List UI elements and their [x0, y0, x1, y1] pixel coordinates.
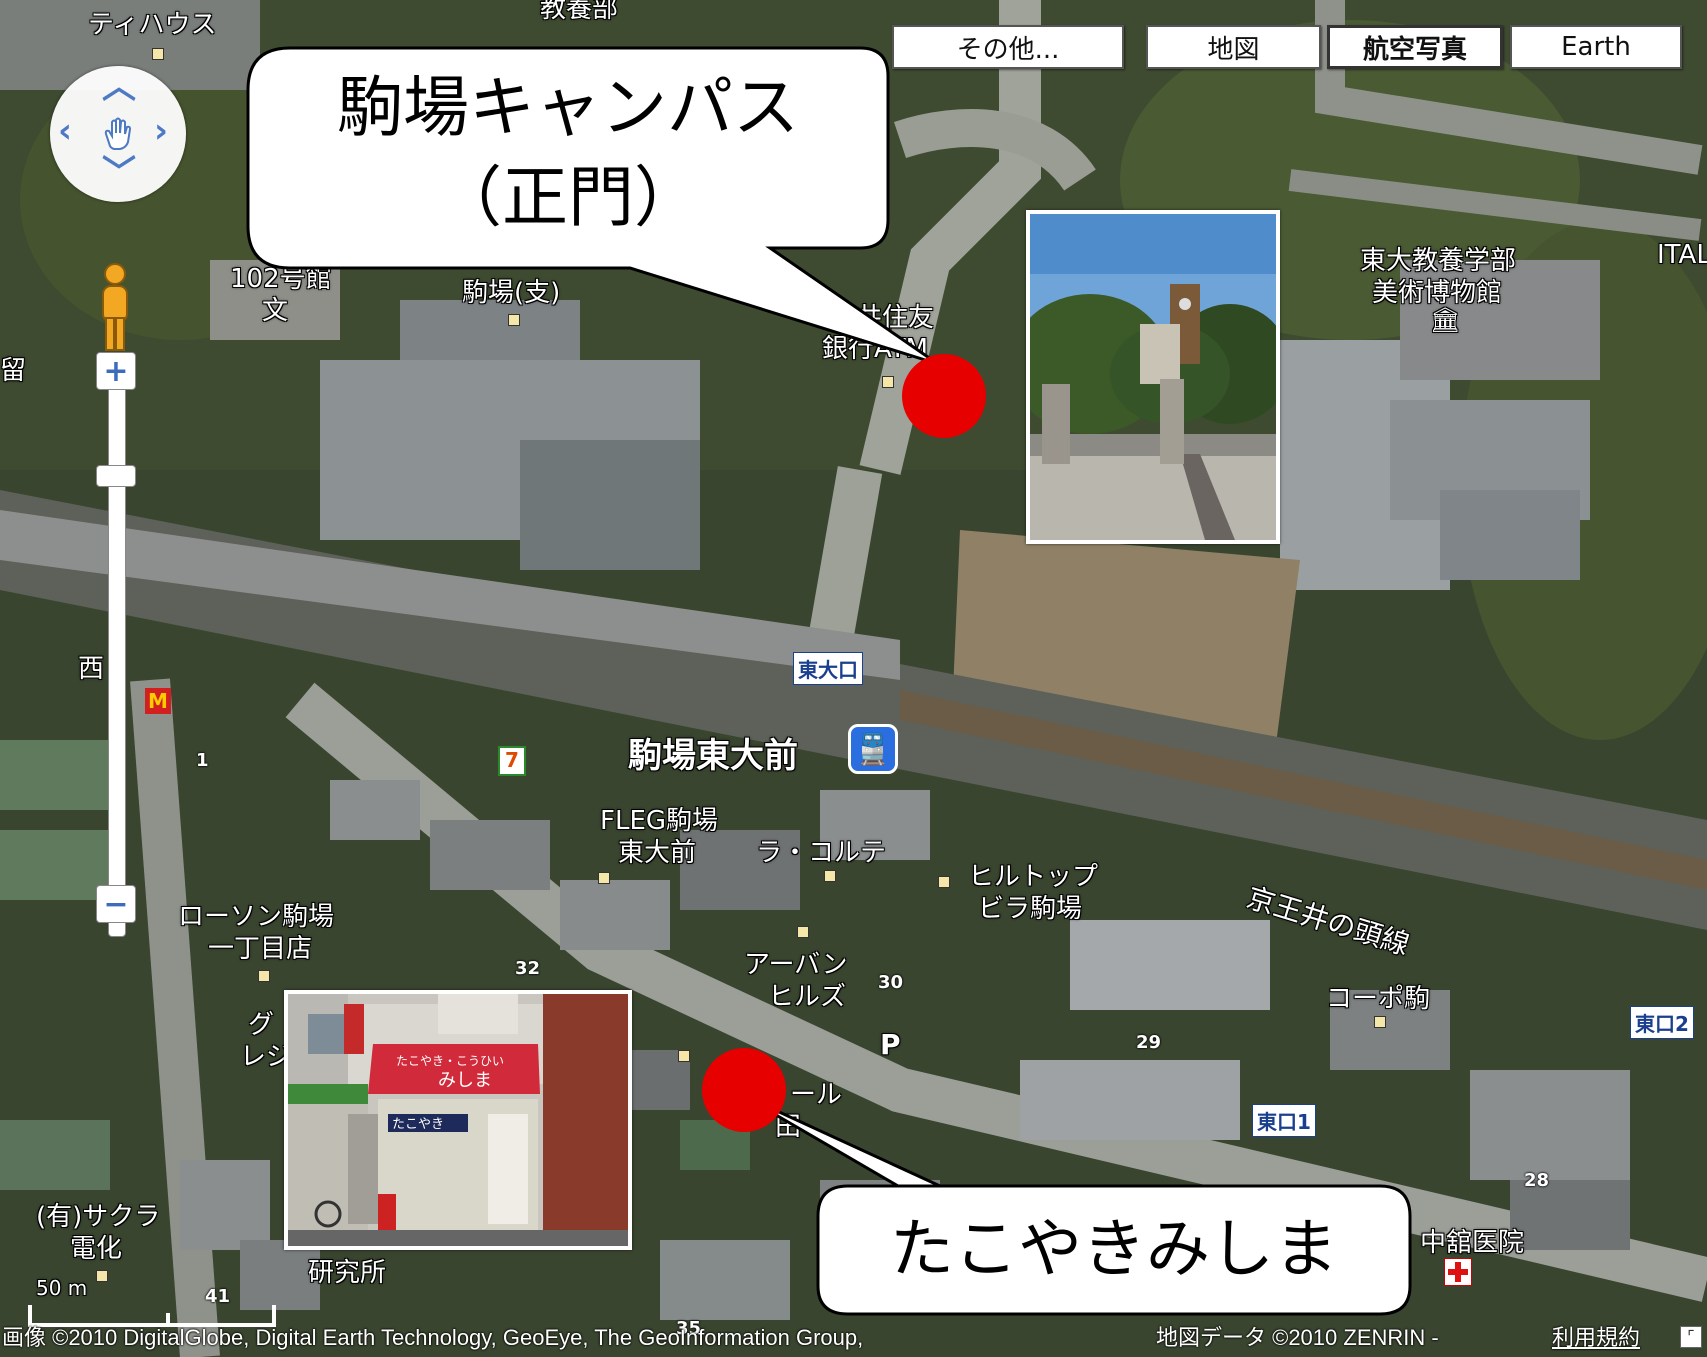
- campus-gate-image: [1030, 214, 1276, 540]
- address-number: 35: [676, 1318, 702, 1339]
- label-lawson-1: ローソン駒場: [178, 902, 335, 932]
- address-number: 30: [878, 972, 904, 993]
- campus-callout-subtitle: （正門）: [436, 159, 700, 236]
- hand-icon[interactable]: [100, 116, 136, 152]
- train-station-icon[interactable]: 🚆: [848, 724, 898, 774]
- label-ru: ール: [790, 1080, 843, 1110]
- label-museum-2: 美術博物館: [1372, 278, 1503, 308]
- label-east-exit-2: 東口2: [1630, 1006, 1694, 1039]
- pan-left-icon[interactable]: ‹: [58, 111, 73, 151]
- zoom-slider-thumb[interactable]: [96, 465, 136, 487]
- school-icon-label: 文: [262, 296, 289, 326]
- poi-marker: [508, 314, 520, 326]
- shop-callout-bubble: [739, 1092, 1412, 1316]
- map-type-earth-button[interactable]: Earth: [1510, 25, 1682, 69]
- label-hilltop-2: ビラ駒場: [978, 894, 1083, 924]
- poi-marker: [882, 376, 894, 388]
- label-ital: ITAL: [1657, 240, 1707, 270]
- campus-callout-title: 駒場キャンパス: [337, 69, 799, 146]
- label-kyoyo: 教養部: [540, 0, 619, 24]
- label-station-name: 駒場東大前: [628, 736, 798, 776]
- label-corpo: コーポ駒: [1326, 984, 1431, 1014]
- label-la-corte: ラ・コルテ: [756, 838, 887, 868]
- poi-marker: [797, 926, 809, 938]
- mcdonalds-icon: M: [145, 688, 171, 714]
- label-ryu: 留: [0, 356, 27, 386]
- label-east-exit-1: 東口1: [1252, 1104, 1316, 1137]
- label-re: レジ: [240, 1042, 293, 1072]
- parking-icon: P: [880, 1028, 901, 1061]
- label-komaba-branch: 駒場(支): [462, 278, 561, 308]
- label-lawson-2: 一丁目店: [208, 934, 313, 964]
- label-sakura-1: (有)サクラ: [36, 1202, 161, 1232]
- shop-sign-main: みしま: [438, 1070, 492, 1091]
- zoom-out-button[interactable]: −: [96, 885, 136, 923]
- campus-gate-marker[interactable]: [902, 354, 986, 438]
- street-view-pegman-icon[interactable]: [91, 262, 139, 352]
- poi-marker: [258, 970, 270, 982]
- hospital-icon: [1444, 1258, 1472, 1286]
- poi-marker: [1374, 1016, 1386, 1028]
- map-copyright: 画像 ©2010 DigitalGlobe, Digital Earth Tec…: [0, 1320, 1680, 1350]
- pan-control[interactable]: ︿ ﹀ ‹ ›: [50, 66, 186, 202]
- takoyaki-shop-image: たこやき・こうひい みしま たこやき: [288, 994, 628, 1246]
- label-fleg-2: 東大前: [618, 838, 697, 868]
- copyright-map-data: 地図データ ©2010 ZENRIN -: [1156, 1325, 1439, 1350]
- poi-marker: [152, 48, 164, 60]
- map-type-more-button[interactable]: その他...: [892, 25, 1124, 69]
- terms-link[interactable]: 利用規約: [1552, 1325, 1641, 1350]
- address-number: 28: [1524, 1170, 1550, 1191]
- label-museum-1: 東大教養学部: [1360, 246, 1517, 276]
- pan-up-icon[interactable]: ︿: [102, 67, 136, 107]
- poi-marker: [678, 1050, 690, 1062]
- poi-marker: [96, 1270, 108, 1282]
- map-type-satellite-button[interactable]: 航空写真: [1327, 25, 1503, 69]
- label-hilltop-1: ヒルトップ: [968, 862, 1099, 892]
- takoyaki-shop-marker[interactable]: [702, 1048, 786, 1132]
- label-urban-1: アーバン: [744, 950, 848, 980]
- address-number: 41: [205, 1286, 231, 1307]
- address-number: 29: [1136, 1032, 1162, 1053]
- label-clinic: 中舘医院: [1420, 1228, 1525, 1258]
- poi-marker: [824, 870, 836, 882]
- scale-label: 50 m: [36, 1276, 88, 1300]
- shop-photo: たこやき・こうひい みしま たこやき: [284, 990, 632, 1250]
- poi-marker: [598, 872, 610, 884]
- zoom-in-button[interactable]: +: [96, 352, 136, 390]
- label-gu: グ: [248, 1010, 275, 1040]
- label-todai-exit: 東大口: [793, 652, 863, 685]
- poi-marker: [938, 876, 950, 888]
- gate-photo: [1026, 210, 1280, 544]
- copyright-imagery: 画像 ©2010 DigitalGlobe, Digital Earth Tec…: [2, 1325, 864, 1350]
- shop-sign-top: たこやき・こうひい: [396, 1054, 504, 1068]
- museum-icon: 🏛: [1430, 306, 1461, 334]
- shop-noren: たこやき: [392, 1117, 444, 1132]
- shop-callout-title: たこやきみしま: [890, 1213, 1338, 1287]
- map-scale: [28, 1305, 276, 1327]
- campus-callout-bubble: [246, 46, 939, 366]
- pan-down-icon[interactable]: ﹀: [102, 153, 136, 193]
- label-west: 西: [78, 654, 105, 684]
- label-sakura-2: 電化: [70, 1234, 123, 1264]
- pan-right-icon[interactable]: ›: [154, 111, 169, 151]
- label-urban-2: ヒルズ: [768, 982, 847, 1012]
- map-type-map-button[interactable]: 地図: [1146, 25, 1321, 69]
- resize-corner-icon[interactable]: ⌜: [1680, 1326, 1702, 1348]
- seven-eleven-icon: 7: [498, 746, 526, 776]
- label-fleg-1: FLEG駒場: [600, 806, 719, 836]
- address-number: 1: [196, 750, 209, 771]
- label-tei-house: ティハウス: [88, 10, 217, 40]
- address-number: 32: [515, 958, 541, 979]
- label-research-institute: 研究所: [308, 1258, 387, 1288]
